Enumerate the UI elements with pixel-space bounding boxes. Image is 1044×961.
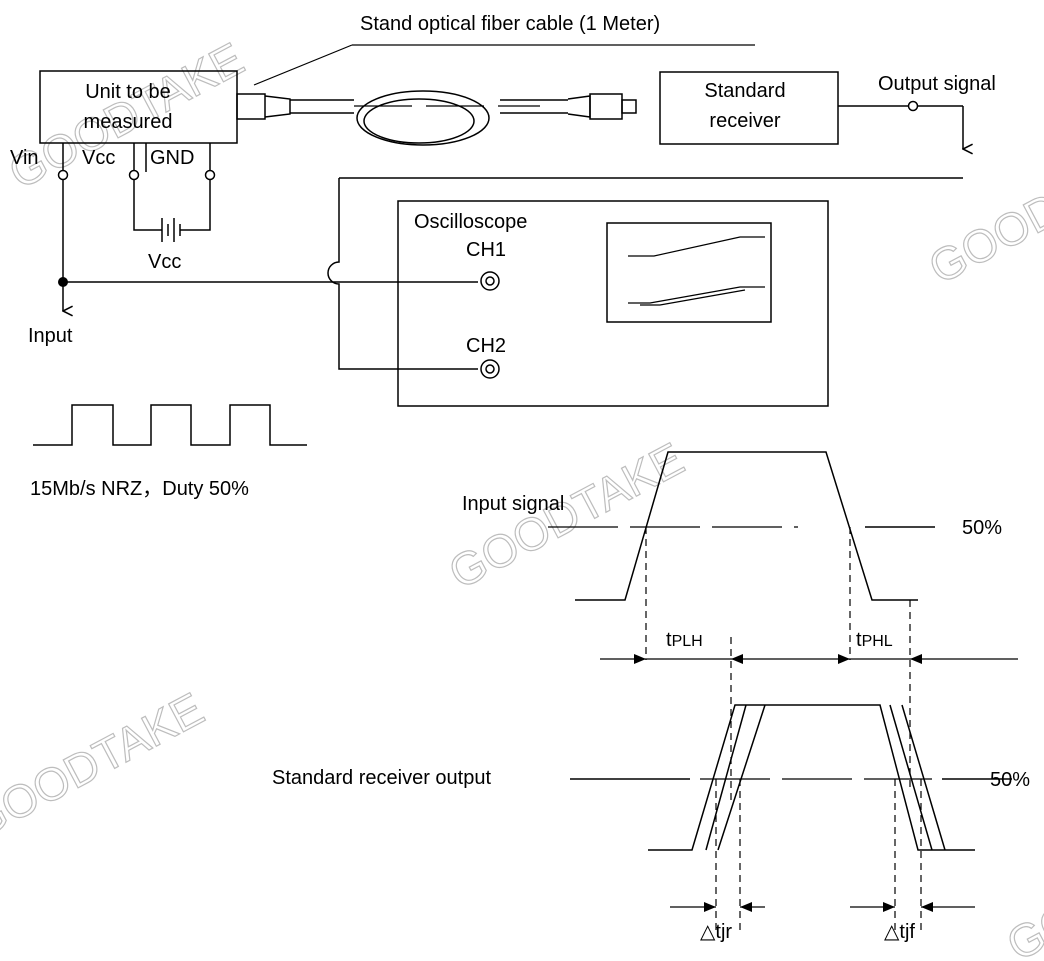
tphl-arrow-left — [838, 654, 850, 664]
input-signal-label: Input signal — [462, 493, 564, 515]
fiber-cable — [354, 90, 568, 146]
ch1-jack — [480, 271, 500, 291]
delta-tjr-label: △tjr — [700, 921, 732, 943]
watermark: GOODTAKE — [920, 127, 1044, 294]
receiver-output-waveform-1 — [648, 704, 975, 851]
gnd-pin-label: GND — [150, 147, 194, 169]
screen-trace-bottom-2 — [640, 289, 746, 306]
output-signal-label: Output signal — [878, 73, 996, 95]
receiver-output-waveform-3 — [717, 704, 766, 851]
tjf-arrow-left — [883, 902, 895, 912]
vcc-battery-label: Vcc — [148, 251, 181, 273]
ch2-label: CH2 — [466, 335, 506, 357]
tplh-arrow-left — [634, 654, 646, 664]
tjr-arrow-right — [740, 902, 752, 912]
input-50-label: 50% — [962, 517, 1002, 539]
unit-pins — [57, 143, 216, 181]
ch2-jack — [480, 359, 500, 379]
ch1-label: CH1 — [466, 239, 506, 261]
transmitter-connector — [236, 93, 354, 120]
output-terminal — [907, 100, 919, 112]
receiver-output-label: Standard receiver output — [272, 767, 491, 789]
tphl-sub: PHL — [862, 633, 893, 650]
tplh-arrow-right — [731, 654, 743, 664]
standard-receiver-label-line2: receiver — [709, 110, 780, 132]
unit-under-test-label-line2: measured — [84, 111, 173, 133]
oscilloscope-label: Oscilloscope — [414, 211, 527, 233]
oscilloscope-screen — [606, 222, 772, 323]
receiver-output-waveform-5 — [901, 704, 946, 851]
ch2-jack-inner — [485, 364, 495, 374]
tphl-arrow-right — [910, 654, 922, 664]
receiver-output-waveform-2 — [705, 704, 747, 851]
vin-pin-label: Vin — [10, 147, 39, 169]
tplh-sub: PLH — [672, 633, 703, 650]
standard-receiver-label-line1: Standard — [704, 80, 785, 102]
unit-under-test-label-line1: Unit to be — [85, 81, 171, 103]
watermark: GOODTAKE — [0, 682, 212, 849]
fiber-cable-label: Stand optical fiber cable (1 Meter) — [360, 13, 660, 35]
tplh-t: t — [666, 629, 672, 651]
standard-receiver-box — [659, 71, 839, 145]
tphl-label: tPHL — [856, 629, 893, 651]
tjf-arrow-right — [921, 902, 933, 912]
vcc-pin-label: Vcc — [82, 147, 115, 169]
receiver-output-waveform-4 — [889, 704, 933, 851]
screen-trace-bottom — [628, 286, 765, 304]
receiver-connector — [567, 93, 637, 120]
battery-icon — [133, 180, 211, 242]
output-50-label: 50% — [990, 769, 1030, 791]
delta-tjf-label: △tjf — [884, 921, 915, 943]
input-label: Input — [28, 325, 73, 347]
fiber-cable-leader-slant — [253, 44, 353, 86]
oscilloscope-box — [397, 200, 829, 407]
tjr-arrow-left — [704, 902, 716, 912]
tplh-label: tPLH — [666, 629, 703, 651]
input-pulse-train — [33, 404, 307, 446]
output-wire-down — [327, 178, 478, 370]
screen-trace-top — [628, 236, 765, 257]
watermark: GOODTAKE — [998, 804, 1044, 961]
input-signal-waveform — [575, 451, 918, 601]
ch1-jack-inner — [485, 276, 495, 286]
watermark: GOODTAKE — [440, 432, 692, 599]
tphl-t: t — [856, 629, 862, 651]
input-spec-label: 15Mb/s NRZ，Duty 50% — [30, 478, 249, 500]
